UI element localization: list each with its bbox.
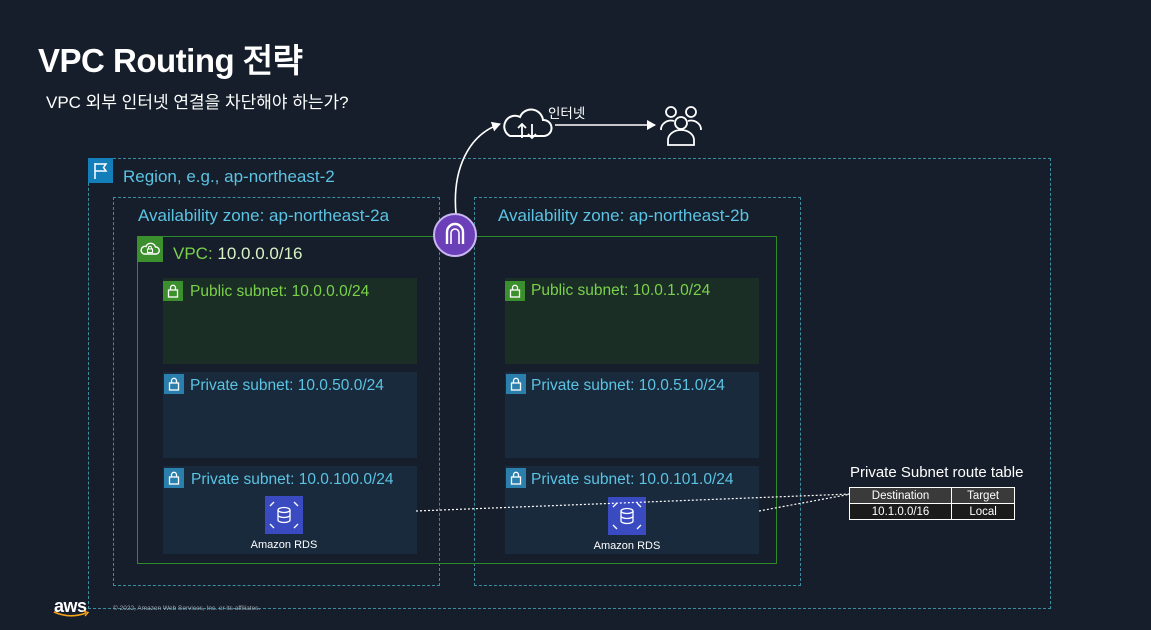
table-row: 10.1.0.0/16 Local (848, 503, 1015, 520)
internet-label: 인터넷 (548, 106, 586, 121)
region-flag-icon (88, 158, 113, 183)
amazon-rds-a-label: Amazon RDS (250, 539, 318, 551)
lock-icon (164, 468, 184, 488)
internet-gateway-icon (432, 212, 478, 258)
route-line-a (415, 493, 852, 512)
region-label: Region, e.g., ap-northeast-2 (123, 167, 335, 186)
amazon-rds-icon (265, 496, 303, 534)
private-subnet-a-1 (163, 372, 417, 458)
availability-zone-a-label: Availability zone: ap-northeast-2a (138, 206, 390, 225)
private-subnet-b-1 (505, 372, 759, 458)
public-subnet-b-label: Public subnet: 10.0.1.0/24 (531, 282, 711, 299)
vpc-cloud-icon (137, 236, 163, 262)
route-destination-cell: 10.1.0.0/16 (848, 503, 953, 520)
lock-icon (506, 374, 526, 394)
public-subnet-a (163, 278, 417, 364)
route-line-b (758, 493, 852, 512)
amazon-rds-icon (608, 497, 646, 535)
internet-cloud-icon (500, 104, 554, 144)
users-icon (656, 102, 706, 148)
amazon-rds-b-label: Amazon RDS (593, 540, 661, 552)
lock-icon (164, 374, 184, 394)
lock-icon (505, 281, 525, 301)
public-subnet-b (505, 278, 759, 364)
route-table-title: Private Subnet route table (850, 464, 1024, 481)
public-subnet-a-label: Public subnet: 10.0.0.0/24 (190, 283, 370, 300)
vpc-cidr: 10.0.0.0/16 (217, 244, 303, 263)
route-table-header-destination: Destination (848, 487, 953, 504)
private-subnet-b-1-label: Private subnet: 10.0.51.0/24 (531, 377, 725, 394)
gateway-to-internet-arrow (454, 121, 501, 215)
route-table-header-target: Target (951, 487, 1015, 504)
slide-subtitle: VPC 외부 인터넷 연결을 차단해야 하는가? (46, 93, 349, 112)
route-table: Destination Target 10.1.0.0/16 Local (848, 487, 1015, 520)
aws-smile-icon (53, 610, 90, 617)
region-container (88, 158, 1051, 609)
private-subnet-a-2-label: Private subnet: 10.0.100.0/24 (191, 471, 394, 488)
private-subnet-a-1-label: Private subnet: 10.0.50.0/24 (190, 377, 384, 394)
availability-zone-b (474, 197, 801, 586)
route-target-cell: Local (951, 503, 1015, 520)
slide-title: VPC Routing 전략 (38, 42, 303, 79)
lock-icon (506, 468, 526, 488)
copyright-text: © 2022, Amazon Web Services, Inc. or its… (113, 605, 261, 612)
lock-icon (163, 281, 183, 301)
vpc-label-key: VPC: (173, 244, 213, 263)
availability-zone-b-label: Availability zone: ap-northeast-2b (498, 206, 750, 225)
availability-zone-a (113, 197, 440, 586)
vpc-label: VPC: 10.0.0.0/16 (173, 244, 303, 264)
aws-logo: aws (54, 596, 87, 616)
private-subnet-b-2-label: Private subnet: 10.0.101.0/24 (531, 471, 734, 488)
